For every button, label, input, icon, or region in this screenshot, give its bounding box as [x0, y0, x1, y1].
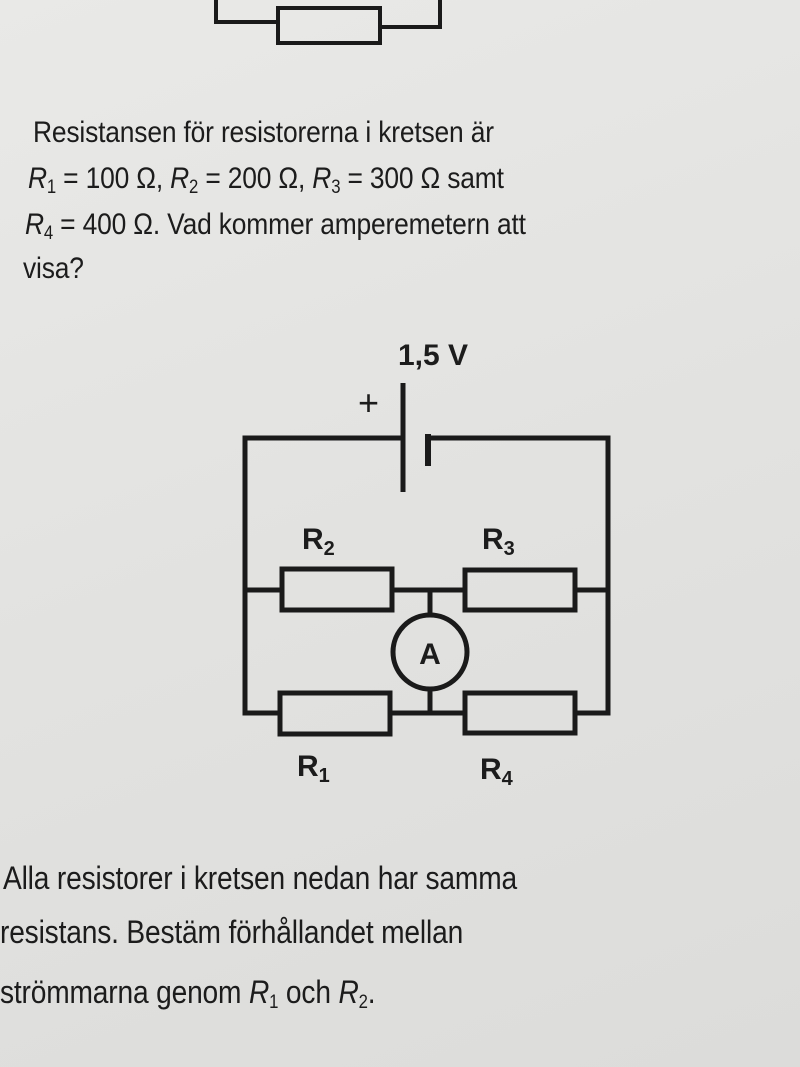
ammeter — [390, 612, 470, 692]
problem2-line3: strömmarna genom R1 och R2. — [0, 974, 376, 1013]
problem1-line3: R4 = 400 Ω. Vad kommer amperemetern att — [25, 208, 526, 244]
resistor-r2 — [279, 566, 395, 613]
label-r3: R3 — [482, 523, 515, 560]
plus-label: + — [358, 382, 379, 423]
resistor-r1 — [277, 690, 393, 737]
problem2-line2: resistans. Bestäm förhållandet mellan — [0, 914, 464, 950]
resistor-r3 — [462, 567, 578, 613]
wheatstone-circuit — [242, 383, 611, 737]
resistor — [276, 6, 382, 45]
label-r2: R2 — [302, 523, 335, 560]
problem1-line4: visa? — [23, 252, 84, 285]
label-r1: R1 — [297, 750, 330, 787]
voltage-label: 1,5 V — [398, 339, 468, 372]
wire-right — [428, 435, 611, 716]
label-r4: R4 — [480, 753, 514, 790]
problem1-line2: R1 = 100 Ω, R2 = 200 Ω, R3 = 300 Ω samt — [28, 162, 504, 198]
ammeter-label: A — [419, 638, 441, 671]
wire-left — [242, 435, 403, 716]
previous-circuit-fragment — [214, 0, 442, 45]
problem2-line1: Alla resistorer i kretsen nedan har samm… — [3, 860, 517, 896]
problem1-line1: Resistansen för resistorerna i kretsen ä… — [33, 116, 494, 149]
resistor-r4 — [462, 690, 578, 736]
